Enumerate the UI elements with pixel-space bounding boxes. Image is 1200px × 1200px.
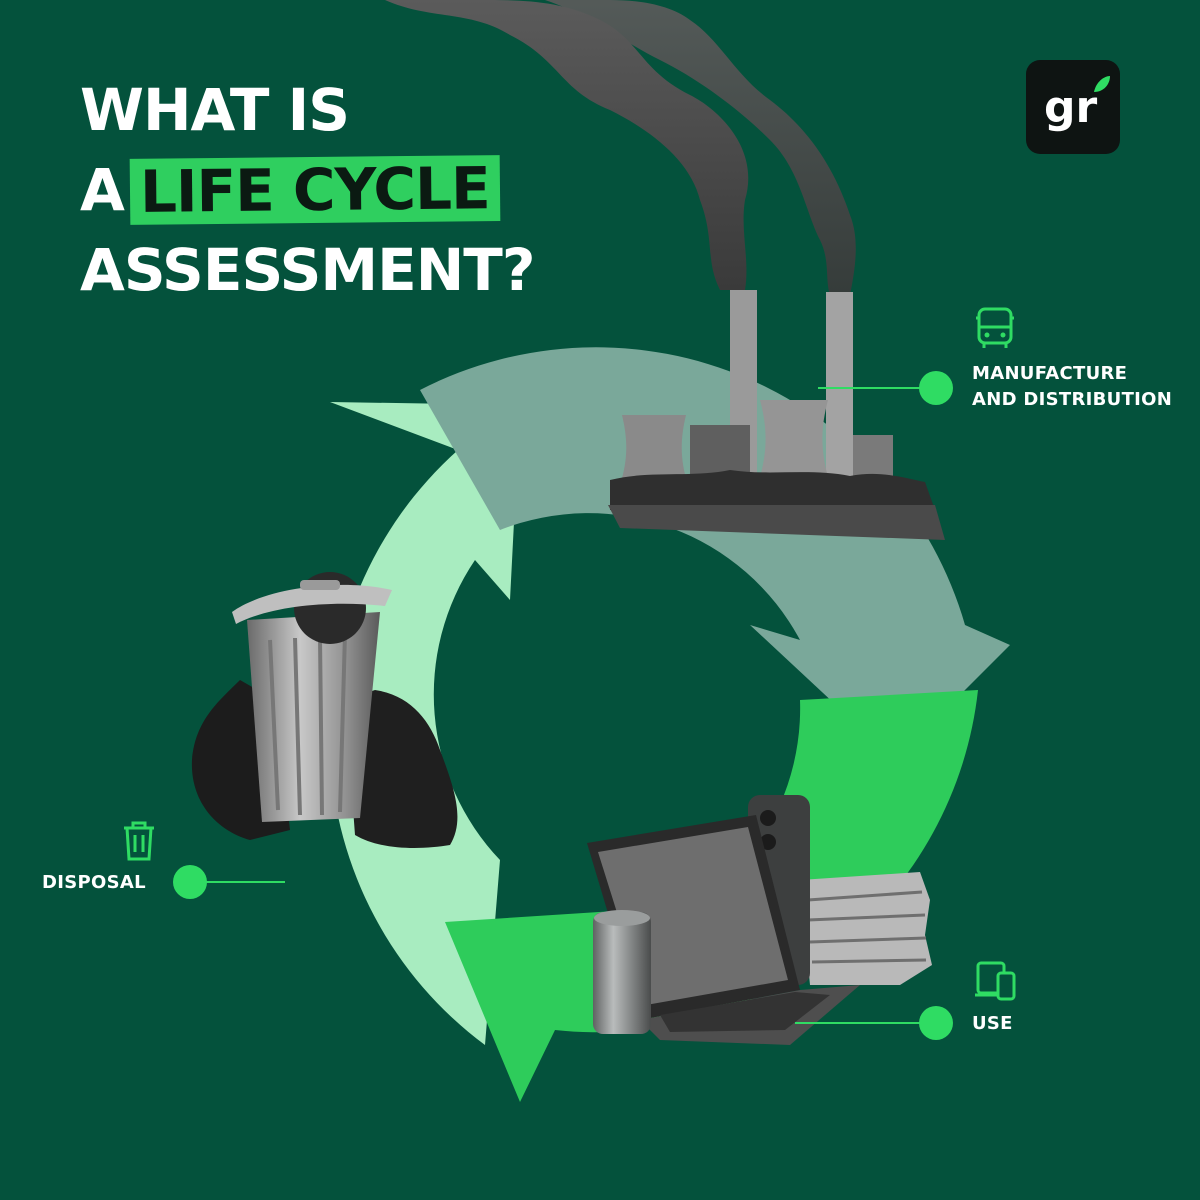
bus-icon [976, 307, 1014, 348]
devices-illustration [587, 795, 932, 1045]
manufacture-label-line-1: MANUFACTURE [972, 363, 1128, 384]
cooling-tower-middle [756, 400, 832, 490]
devices-icon [975, 961, 1016, 1001]
brand-logo[interactable]: gr [1026, 60, 1120, 154]
logo-text: gr [1044, 82, 1097, 133]
logo-mark: gr [1044, 76, 1110, 133]
lid-handle [300, 580, 340, 590]
use-node[interactable] [919, 1006, 953, 1040]
use-label: USE [972, 1013, 1013, 1034]
title-line-1: WHAT IS [80, 76, 350, 144]
title-line-2-prefix: A [80, 156, 125, 224]
manufacture-label-line-2: AND DISTRIBUTION [972, 389, 1173, 410]
trash-bin-lid [232, 584, 392, 624]
phone-camera [760, 810, 776, 826]
keyboard [660, 992, 830, 1032]
newspaper-lines [807, 890, 927, 964]
leaf-icon [1094, 76, 1110, 92]
cooling-tower-left [620, 415, 688, 485]
trash-bin-ridges [268, 633, 347, 816]
smoke-plume-1 [385, 0, 749, 290]
soda-can [593, 912, 651, 1034]
trash-icon [124, 821, 154, 861]
trash-bag-right [345, 690, 458, 848]
disposal-label: DISPOSAL [42, 872, 146, 893]
trash-bin-body [247, 612, 380, 822]
title-highlight: LIFE CYCLE [129, 154, 500, 226]
tree-line [610, 470, 935, 510]
chimney-right [826, 292, 853, 492]
factory-illustration [385, 0, 945, 540]
cycle-arrow-manufacture [420, 347, 1010, 760]
riverbank [608, 505, 945, 540]
title-line-3: ASSESSMENT? [80, 236, 535, 304]
phone-camera-2 [760, 834, 776, 850]
manufacture-node[interactable] [919, 371, 953, 405]
smoke-plume-2 [545, 0, 856, 295]
soda-can-top [594, 910, 650, 926]
manufacture-label: MANUFACTURE AND DISTRIBUTION [972, 361, 1172, 413]
trash-illustration [191, 572, 458, 848]
newspaper-stack [800, 872, 932, 985]
disposal-node[interactable] [173, 865, 207, 899]
